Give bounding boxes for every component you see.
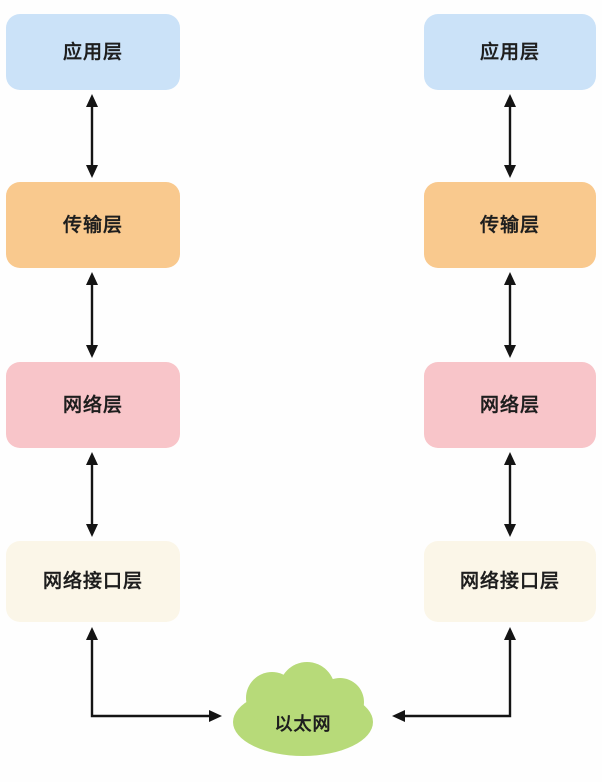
arrow-lines	[90, 102, 512, 718]
right-stack-application-layer-box: 应用层	[424, 14, 596, 90]
arrowhead	[86, 272, 98, 285]
arrowhead	[86, 452, 98, 465]
right-ethernet-connector	[404, 635, 512, 718]
arrowhead	[86, 345, 98, 358]
application-layer-label: 应用层	[479, 41, 540, 63]
right-stack-network-layer-box: 网络层	[424, 362, 596, 448]
arrowhead	[504, 452, 516, 465]
left-ethernet-connector	[90, 635, 210, 718]
transport-layer-label: 传输层	[62, 214, 123, 236]
network-interface-layer-label: 网络接口层	[459, 571, 560, 592]
arrow-heads	[86, 94, 516, 722]
application-layer-label: 应用层	[62, 41, 123, 63]
right-stack-transport-layer-box: 传输层	[424, 182, 596, 268]
arrowhead	[504, 524, 516, 537]
arrowhead	[86, 94, 98, 107]
arrowhead	[504, 627, 516, 640]
arrowhead	[209, 710, 222, 722]
right-stack-network-interface-layer-box: 网络接口层	[424, 541, 596, 622]
arrowhead	[86, 165, 98, 178]
transport-layer-label: 传输层	[479, 214, 540, 236]
arrowhead	[504, 272, 516, 285]
left-stack-network-interface-layer-box: 网络接口层	[6, 541, 180, 622]
arrowhead	[86, 524, 98, 537]
cloud-shape	[316, 678, 364, 726]
arrowhead	[504, 94, 516, 107]
arrowhead	[86, 627, 98, 640]
ethernet-label: 以太网	[274, 714, 332, 734]
network-layer-label: 网络层	[479, 394, 540, 416]
network-interface-layer-label: 网络接口层	[42, 571, 143, 592]
ethernet-cloud	[233, 662, 373, 756]
left-stack-application-layer-box: 应用层	[6, 14, 180, 90]
network-layer-label: 网络层	[62, 394, 123, 416]
arrowhead	[504, 165, 516, 178]
arrowhead	[504, 345, 516, 358]
arrowhead	[392, 710, 405, 722]
left-stack-network-layer-box: 网络层	[6, 362, 180, 448]
left-stack-transport-layer-box: 传输层	[6, 182, 180, 268]
